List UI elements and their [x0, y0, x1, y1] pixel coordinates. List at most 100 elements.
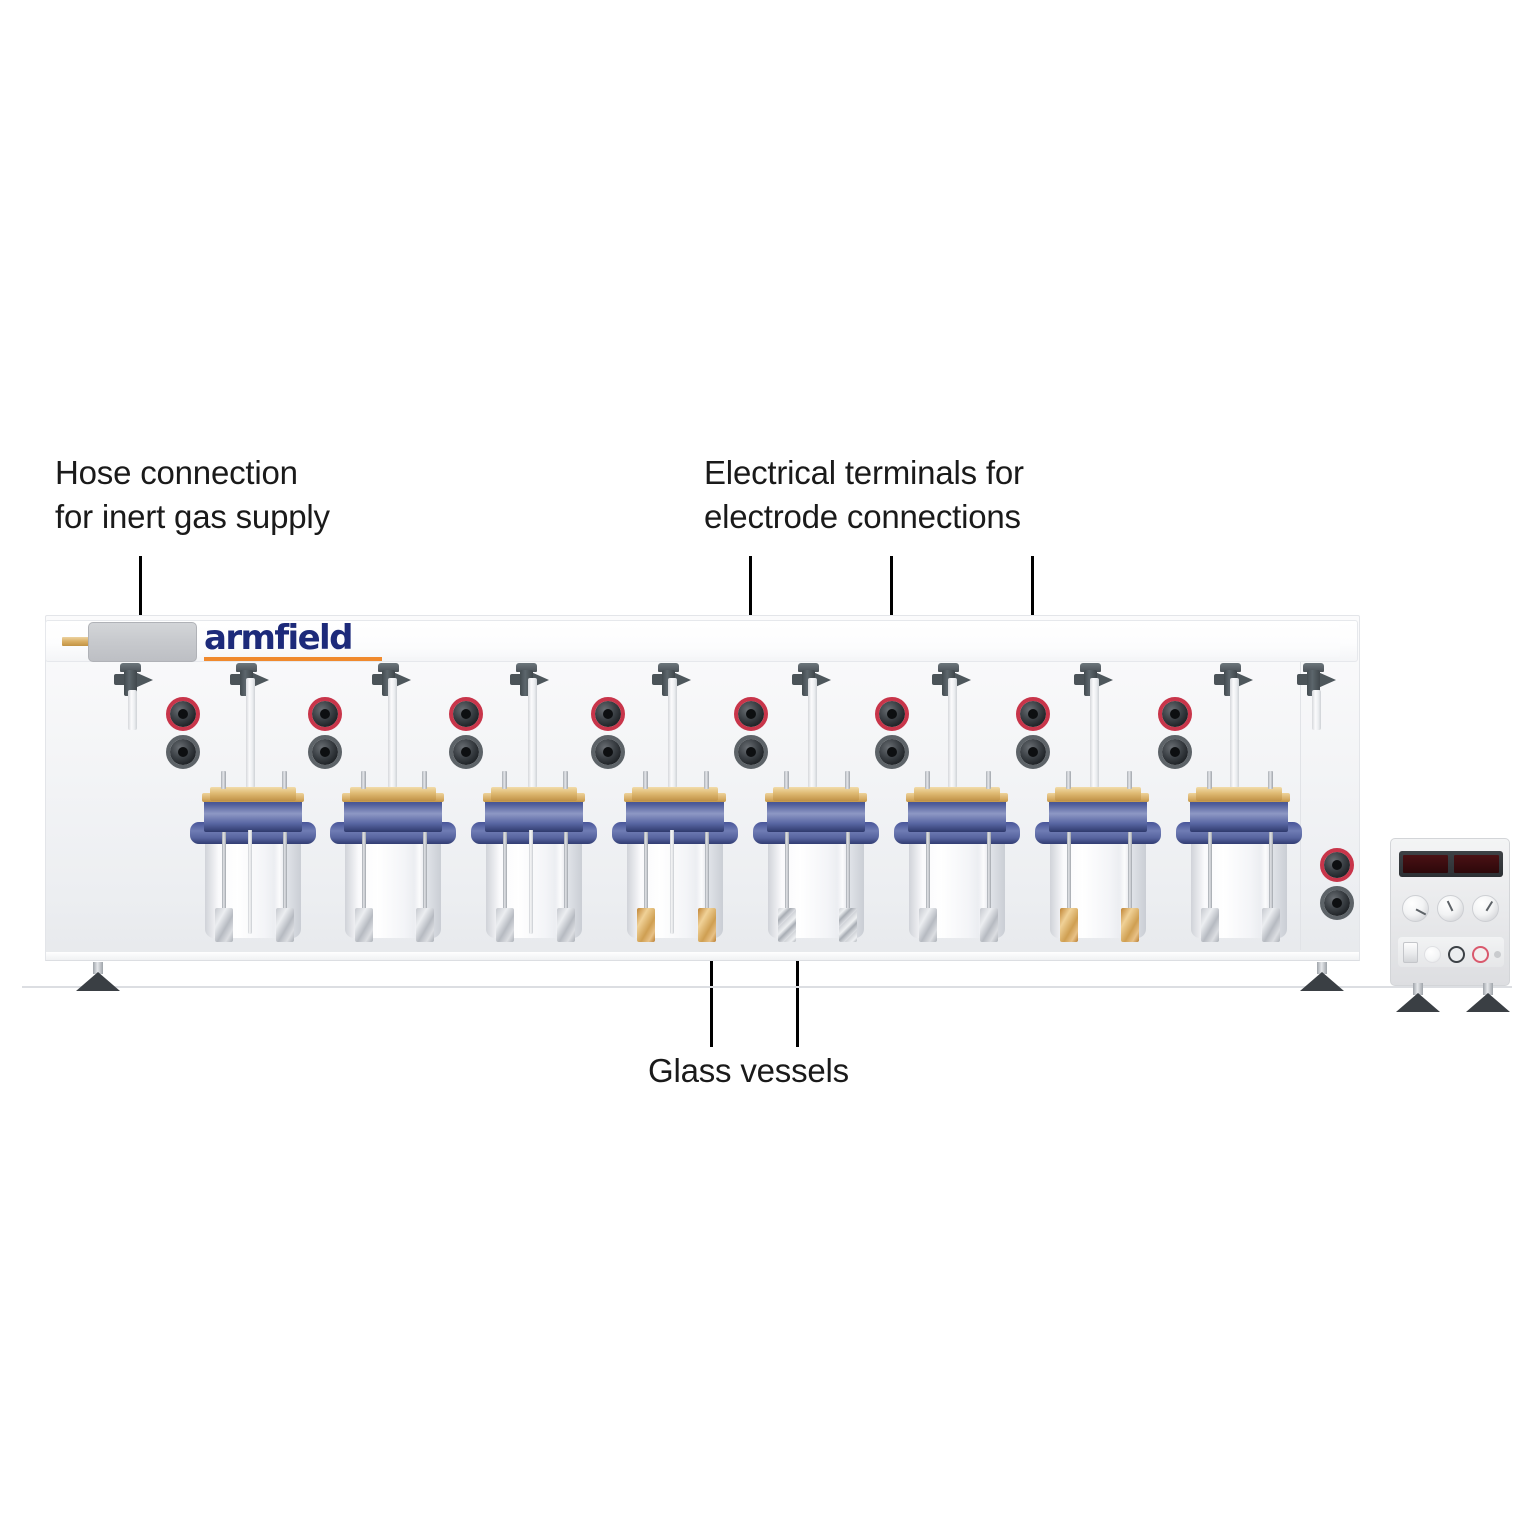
terminal-positive-7[interactable]	[1016, 697, 1050, 731]
electrode-plate-left-1	[215, 908, 233, 942]
terminal-negative-6[interactable]	[875, 735, 909, 769]
vessel-post-right-1	[282, 771, 287, 789]
hose-connection-block[interactable]	[88, 622, 197, 662]
terminal-negative-3[interactable]	[449, 735, 483, 769]
terminal-positive-6[interactable]	[875, 697, 909, 731]
terminal-positive-ring-4	[591, 697, 625, 731]
terminal-negative-ring-7	[1016, 735, 1050, 769]
terminal-positive-ring-1	[166, 697, 200, 731]
electrode-rod-left-4	[644, 832, 648, 912]
gas-valve-inlet-4	[510, 674, 521, 685]
glass-vessel-1[interactable]	[182, 760, 324, 942]
terminal-negative-8[interactable]	[1158, 735, 1192, 769]
gas-valve-9[interactable]	[1212, 660, 1254, 704]
power-supply-unit[interactable]	[1390, 838, 1510, 986]
button-red[interactable]	[1472, 946, 1489, 963]
gas-valve-inlet-3	[372, 674, 383, 685]
frame-base-trim	[45, 952, 1360, 961]
electrode-plate-right-3	[557, 908, 575, 942]
vessel-probe-1	[248, 830, 252, 934]
terminal-negative-hole-4	[603, 747, 613, 757]
terminal-negative-ring-8	[1158, 735, 1192, 769]
terminal-positive-ring-7	[1016, 697, 1050, 731]
gas-valve-spout-2	[251, 672, 269, 688]
electrode-plate-left-7	[1060, 908, 1078, 942]
bench-surface-line	[22, 986, 1512, 988]
button-black[interactable]	[1448, 946, 1465, 963]
terminal-negative-4[interactable]	[591, 735, 625, 769]
gas-valve-1[interactable]	[112, 660, 154, 704]
gas-valve-spout-5	[673, 672, 691, 688]
glass-vessel-6[interactable]	[886, 760, 1028, 942]
glass-vessel-4[interactable]	[604, 760, 746, 942]
glass-vessel-2[interactable]	[322, 760, 464, 942]
terminal-negative-hole-1	[178, 747, 188, 757]
vessel-post-left-1	[221, 771, 226, 789]
terminal-negative-9[interactable]	[1320, 886, 1354, 920]
vessel-post-right-4	[704, 771, 709, 789]
vessel-probe-4	[670, 830, 674, 934]
knob-1[interactable]	[1402, 895, 1429, 922]
knob-2[interactable]	[1437, 895, 1464, 922]
terminal-negative-ring-9	[1320, 886, 1354, 920]
glass-vessel-5[interactable]	[745, 760, 887, 942]
gas-feed-tube-9	[128, 690, 137, 730]
terminal-positive-hole-7	[1028, 709, 1038, 719]
terminal-positive-1[interactable]	[166, 697, 200, 731]
display-current	[1454, 855, 1499, 873]
vessel-glass-highlight-4	[696, 824, 707, 936]
gas-feed-tube-6	[948, 678, 957, 788]
terminal-positive-8[interactable]	[1158, 697, 1192, 731]
gas-feed-tube-2	[388, 678, 397, 788]
gas-valve-10[interactable]	[1295, 660, 1337, 704]
terminal-negative-2[interactable]	[308, 735, 342, 769]
glass-vessel-7[interactable]	[1027, 760, 1169, 942]
button-white[interactable]	[1424, 946, 1441, 963]
gas-valve-inlet-5	[652, 674, 663, 685]
electrode-rod-left-8	[1208, 832, 1212, 912]
terminal-positive-3[interactable]	[449, 697, 483, 731]
vessel-post-right-7	[1127, 771, 1132, 789]
knob-3[interactable]	[1472, 895, 1499, 922]
gas-valve-cap-6	[798, 663, 819, 672]
terminal-positive-4[interactable]	[591, 697, 625, 731]
armfield-logo-text: armfield	[204, 618, 353, 658]
vessel-collar-4	[626, 798, 724, 832]
glass-vessel-8[interactable]	[1168, 760, 1310, 942]
vessel-lid-plate-3	[491, 787, 577, 801]
vessel-lid-plate-7	[1055, 787, 1141, 801]
gas-valve-spout-6	[813, 672, 831, 688]
vessel-glass-highlight-8	[1260, 824, 1271, 936]
terminal-positive-5[interactable]	[734, 697, 768, 731]
terminal-pair-7	[1016, 697, 1050, 769]
gas-valve-inlet-8	[1074, 674, 1085, 685]
bench-foot-stem-1	[93, 962, 103, 974]
terminal-positive-ring-2	[308, 697, 342, 731]
terminal-positive-9[interactable]	[1320, 848, 1354, 882]
vessel-glass-highlight-1	[274, 824, 285, 936]
terminal-negative-5[interactable]	[734, 735, 768, 769]
power-rocker-switch[interactable]	[1403, 942, 1418, 963]
terminal-negative-hole-8	[1170, 747, 1180, 757]
vessel-collar-7	[1049, 798, 1147, 832]
terminal-negative-1[interactable]	[166, 735, 200, 769]
terminal-negative-ring-5	[734, 735, 768, 769]
glass-vessel-3[interactable]	[463, 760, 605, 942]
vessel-lid-plate-4	[632, 787, 718, 801]
gas-feed-tube-10	[1312, 690, 1321, 730]
armfield-logo-rule	[204, 657, 382, 661]
gas-feed-tube-4	[668, 678, 677, 788]
terminal-negative-7[interactable]	[1016, 735, 1050, 769]
annotation-hose-connection: Hose connection for inert gas supply	[55, 454, 330, 536]
vessel-post-right-8	[1268, 771, 1273, 789]
terminal-positive-hole-9	[1332, 860, 1342, 870]
display-voltage	[1403, 855, 1448, 873]
terminal-positive-2[interactable]	[308, 697, 342, 731]
vessel-lid-plate-8	[1196, 787, 1282, 801]
gas-valve-body-1	[124, 670, 137, 696]
gas-feed-tube-1	[246, 678, 255, 788]
annotation-electrical-terminals: Electrical terminals for electrode conne…	[704, 454, 1024, 536]
gas-valve-inlet-6	[792, 674, 803, 685]
electrode-plate-left-5	[778, 908, 796, 942]
vessel-glass-highlight-5	[837, 824, 848, 936]
